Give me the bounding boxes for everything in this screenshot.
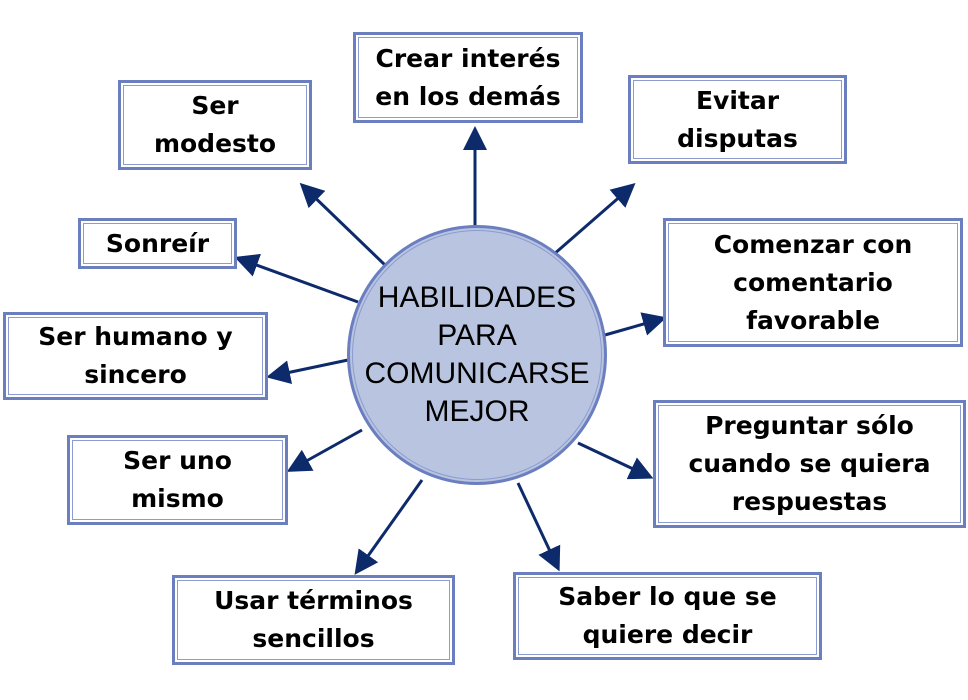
arrow-saber-decir [516,482,561,572]
arrow-usar-terminos [354,479,424,575]
arrow-sonreir [234,253,359,304]
arrow-evitar-disputas [552,183,636,257]
node-crear-interes: Crear interés en los demás [353,32,583,123]
node-evitar-disputas: Evitar disputas [628,75,847,164]
node-ser-modesto: Ser modesto [118,80,312,170]
arrow-ser-modesto [299,182,387,267]
arrow-preguntar [577,441,654,480]
node-ser-humano: Ser humano y sincero [3,312,268,400]
arrow-comenzar [604,312,667,337]
node-usar-terminos: Usar términos sencillos [172,575,455,665]
arrow-ser-humano [266,358,349,385]
arrow-ser-uno-mismo [286,428,363,472]
node-comenzar-comentario: Comenzar con comentario favorable [663,218,963,347]
central-topic: HABILIDADES PARA COMUNICARSE MEJOR [347,225,607,485]
node-sonreir: Sonreír [78,218,237,269]
node-ser-uno-mismo: Ser uno mismo [67,435,288,525]
node-preguntar: Preguntar sólo cuando se quiera respuest… [653,400,966,528]
node-saber-decir: Saber lo que se quiere decir [513,572,822,660]
